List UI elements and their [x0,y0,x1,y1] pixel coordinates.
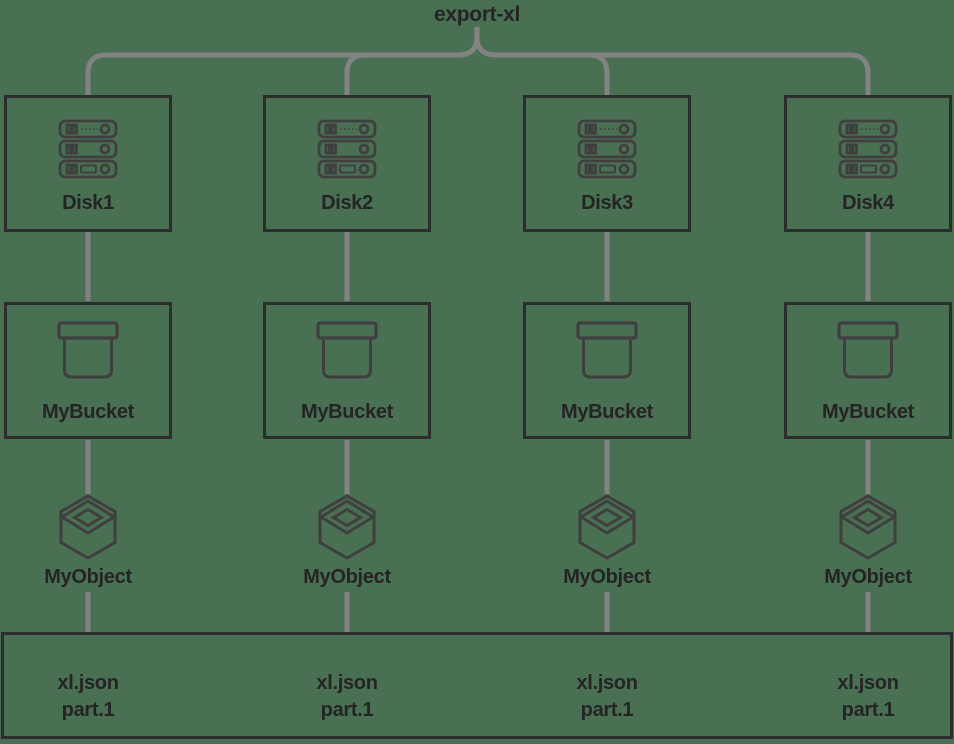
cube-object-icon [312,494,382,560]
bucket-icon [315,321,379,383]
files-box: xl.json part.1 xl.json part.1 xl.json pa… [1,632,953,739]
server-stack-icon [57,118,119,180]
file-part: part.1 [320,699,374,721]
disk-node-1: Disk1 [4,95,172,232]
bucket-node-4: MyBucket [784,302,952,439]
file-name: xl.json [316,672,378,694]
file-name: xl.json [837,672,899,694]
server-stack-icon [837,118,899,180]
bucket-label: MyBucket [41,401,135,423]
file-part-3: xl.json part.1 [537,670,677,724]
bucket-label: MyBucket [560,401,654,423]
disk-label: Disk2 [321,192,373,214]
disk-label: Disk4 [842,192,894,214]
file-part-2: xl.json part.1 [277,670,417,724]
disk-label: Disk1 [62,192,114,214]
bucket-label: MyBucket [300,401,394,423]
bucket-icon [836,321,900,383]
object-label: MyObject [824,566,912,588]
disk-node-2: Disk2 [263,95,431,232]
server-stack-icon [316,118,378,180]
file-part: part.1 [841,699,895,721]
bucket-node-1: MyBucket [4,302,172,439]
cube-object-icon [833,494,903,560]
object-label: MyObject [563,566,651,588]
disk-node-4: Disk4 [784,95,952,232]
disk-node-3: Disk3 [523,95,691,232]
bucket-node-2: MyBucket [263,302,431,439]
disk-label: Disk3 [581,192,633,214]
bucket-icon [56,321,120,383]
object-label: MyObject [44,566,132,588]
bucket-node-3: MyBucket [523,302,691,439]
file-part: part.1 [580,699,634,721]
diagram-title: export-xl [434,3,520,26]
bucket-label: MyBucket [821,401,915,423]
file-part-4: xl.json part.1 [798,670,938,724]
file-part-1: xl.json part.1 [18,670,158,724]
bucket-icon [575,321,639,383]
file-name: xl.json [576,672,638,694]
file-name: xl.json [57,672,119,694]
cube-object-icon [53,494,123,560]
cube-object-icon [572,494,642,560]
object-label: MyObject [303,566,391,588]
file-part: part.1 [61,699,115,721]
server-stack-icon [576,118,638,180]
